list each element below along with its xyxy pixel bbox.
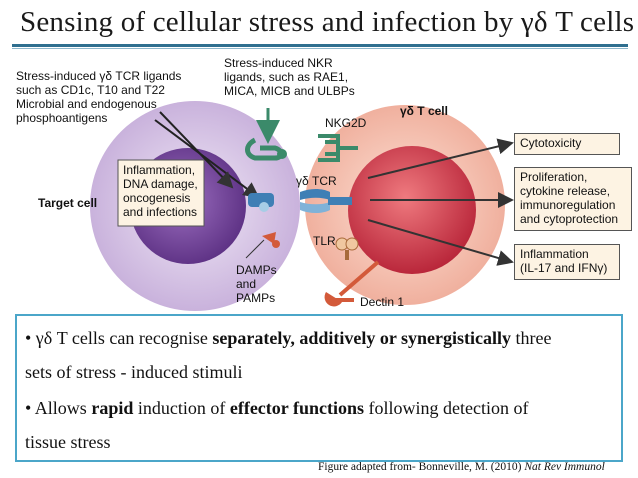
inner-box <box>117 159 205 227</box>
inner-box-line: and infections <box>123 205 198 219</box>
nkr-ligand <box>245 137 284 161</box>
inner-box-line: Inflammation, <box>123 163 196 177</box>
tcr-ligands-label-line: phosphoantigens <box>16 111 108 125</box>
nkg2d-label: NKG2D <box>325 116 367 130</box>
nkr-ligands-label-line: Stress-induced NKR <box>224 56 333 70</box>
output-line: and cytoprotection <box>520 212 619 226</box>
output-arrow-inflammation <box>367 219 514 266</box>
nkr-ligand-head <box>277 149 287 159</box>
summary-bold-text: rapid <box>91 398 134 418</box>
damps-label-line: and <box>236 277 257 291</box>
inner-box-label: Inflammation, DNA damage, oncogenesis an… <box>123 163 198 219</box>
gd-tcr-label: γδ TCR <box>296 174 337 188</box>
ligand-arrow-1 <box>154 119 260 199</box>
summary-box: • γδ T cells can recognise separately, a… <box>15 314 623 462</box>
output-line: (IL-17 and IFNγ) <box>520 261 608 275</box>
phosphoantigen <box>259 202 269 212</box>
output-inflammation-box: Inflammation (IL-17 and IFNγ) <box>514 244 620 280</box>
output-line: immunoregulation <box>520 198 616 212</box>
summary-text: induction of <box>133 398 230 418</box>
damps <box>262 232 280 248</box>
title-underline-thin <box>12 48 628 49</box>
summary-text: tissue stress <box>25 432 111 452</box>
nkr-ligands-label-line: ligands, such as RAE1, <box>224 70 349 84</box>
summary-text: following detection of <box>363 398 529 418</box>
summary-bold-text: separately, additively or synergisticall… <box>212 328 511 348</box>
gd-tcr-receptor <box>300 189 352 213</box>
tlr-label: TLR <box>313 234 336 248</box>
output-line: cytokine release, <box>520 184 611 198</box>
tlr-receptor <box>335 237 359 260</box>
dectin-1-label: Dectin 1 <box>360 295 405 309</box>
citation-text: Figure adapted from- Bonneville, M. (201… <box>318 461 525 473</box>
target-cell-label: Target cell <box>38 196 98 210</box>
output-line: Cytotoxicity <box>520 136 582 150</box>
citation-journal: Nat Rev Immunol <box>524 461 605 473</box>
output-cytotoxicity-box: Cytotoxicity <box>514 133 620 155</box>
output-line: Proliferation, <box>520 170 588 184</box>
summary-bold-text: effector functions <box>229 398 364 418</box>
tcr-ligands-label: Stress-induced γδ TCR ligands such as CD… <box>16 69 181 125</box>
inner-box-line: oncogenesis <box>123 191 191 205</box>
damps-label-line: PAMPs <box>236 291 276 305</box>
summary-line-1: • γδ T cells can recognise separately, a… <box>25 328 551 349</box>
gd-t-cell-label: γδ T cell <box>400 104 448 118</box>
summary-text: • Allows <box>25 398 92 418</box>
nkg2d-receptor <box>318 134 358 162</box>
dectin-1-receptor <box>324 260 380 307</box>
ligand-arrow-2 <box>159 111 234 189</box>
output-proliferation-box: Proliferation, cytokine release, immunor… <box>514 167 632 231</box>
title-underline <box>12 44 628 47</box>
summary-text: • γδ T cells can recognise <box>25 328 213 348</box>
figure-citation: Figure adapted from- Bonneville, M. (201… <box>318 461 605 473</box>
output-line: Inflammation <box>520 247 589 261</box>
tcr-ligands-label-line: such as CD1c, T10 and T22 <box>16 83 165 97</box>
summary-line-2: sets of stress - induced stimuli <box>25 362 242 383</box>
summary-line-4: tissue stress <box>25 432 111 453</box>
nkr-ligands-label: Stress-induced NKR ligands, such as RAE1… <box>224 56 355 98</box>
output-arrow-cytotoxicity <box>367 138 514 179</box>
tcr-ligands-label-line: Stress-induced γδ TCR ligands <box>16 69 182 83</box>
tcr-ligands-label-line: Microbial and endogenous <box>16 97 157 111</box>
summary-line-3: • Allows rapid induction of effector fun… <box>25 398 528 419</box>
t-cell-nucleus <box>348 146 476 274</box>
damps-label-line: DAMPs <box>236 263 277 277</box>
nkr-ligands-label-line: MICA, MICB and ULBPs <box>224 84 355 98</box>
inner-box-line: DNA damage, <box>123 177 198 191</box>
summary-text: three <box>511 328 552 348</box>
page-title: Sensing of cellular stress and infection… <box>20 6 635 38</box>
summary-text: sets of stress - induced stimuli <box>25 362 243 382</box>
damps-pointer <box>245 239 265 259</box>
damps-label: DAMPs and PAMPs <box>236 263 277 305</box>
